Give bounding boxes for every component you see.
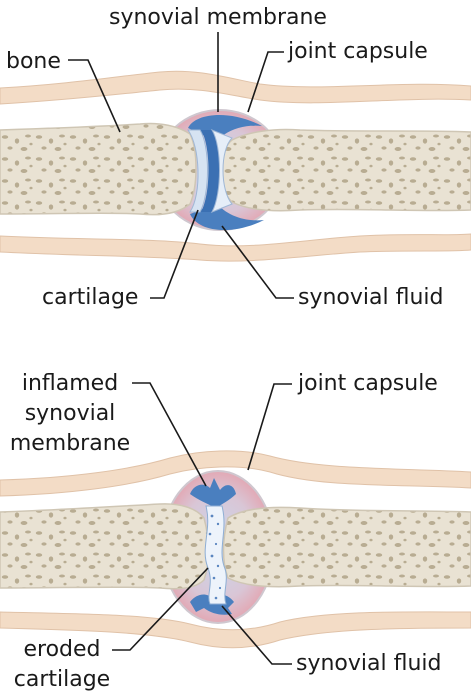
skin-bottom-arthritic xyxy=(0,611,471,649)
arthritic-joint: inflamed synovial membrane joint capsule… xyxy=(0,371,471,692)
bone-left-normal xyxy=(0,122,197,216)
leader-eroded-cartilage xyxy=(112,567,209,651)
label-synovial-membrane: synovial membrane xyxy=(109,5,327,30)
joint-gap-normal xyxy=(201,130,220,212)
leader-inflamed-membrane xyxy=(132,382,207,487)
label-joint-capsule-normal: joint capsule xyxy=(287,39,428,64)
bone-right-normal xyxy=(220,128,471,212)
label-inflamed-line2: synovial xyxy=(25,401,116,426)
eroded-cartilage-channel xyxy=(204,505,227,605)
inflamed-membrane-upper xyxy=(190,478,236,508)
label-bone: bone xyxy=(6,49,61,74)
label-joint-capsule-arthritic: joint capsule xyxy=(297,371,438,396)
label-eroded-line1: eroded xyxy=(23,637,100,662)
label-inflamed-line1: inflamed xyxy=(22,371,118,396)
bone-left-arthritic xyxy=(0,503,210,590)
leader-joint-capsule-arthritic xyxy=(247,383,292,471)
skin-top-arthritic xyxy=(0,450,471,497)
leader-synovial-fluid-arthritic xyxy=(221,605,292,665)
leader-synovial-fluid-normal xyxy=(221,225,294,299)
leader-bone xyxy=(68,59,121,133)
cartilage-left-normal xyxy=(187,129,208,213)
cartilage-right-normal xyxy=(210,128,233,213)
normal-joint: synovial membrane bone joint capsule car… xyxy=(0,5,471,310)
leader-joint-capsule-normal xyxy=(247,51,284,113)
leader-cartilage xyxy=(150,209,199,299)
bone-right-arthritic xyxy=(222,506,471,588)
skin-top-normal xyxy=(0,70,471,105)
label-synovial-fluid-normal: synovial fluid xyxy=(298,285,443,310)
label-synovial-fluid-arthritic: synovial fluid xyxy=(296,651,441,676)
label-inflamed-line3: membrane xyxy=(10,431,130,456)
label-eroded-line2: cartilage xyxy=(14,667,110,692)
eroded-cartilage-fragments xyxy=(208,514,222,600)
skin-bottom-normal xyxy=(0,233,471,262)
label-cartilage: cartilage xyxy=(42,285,138,310)
